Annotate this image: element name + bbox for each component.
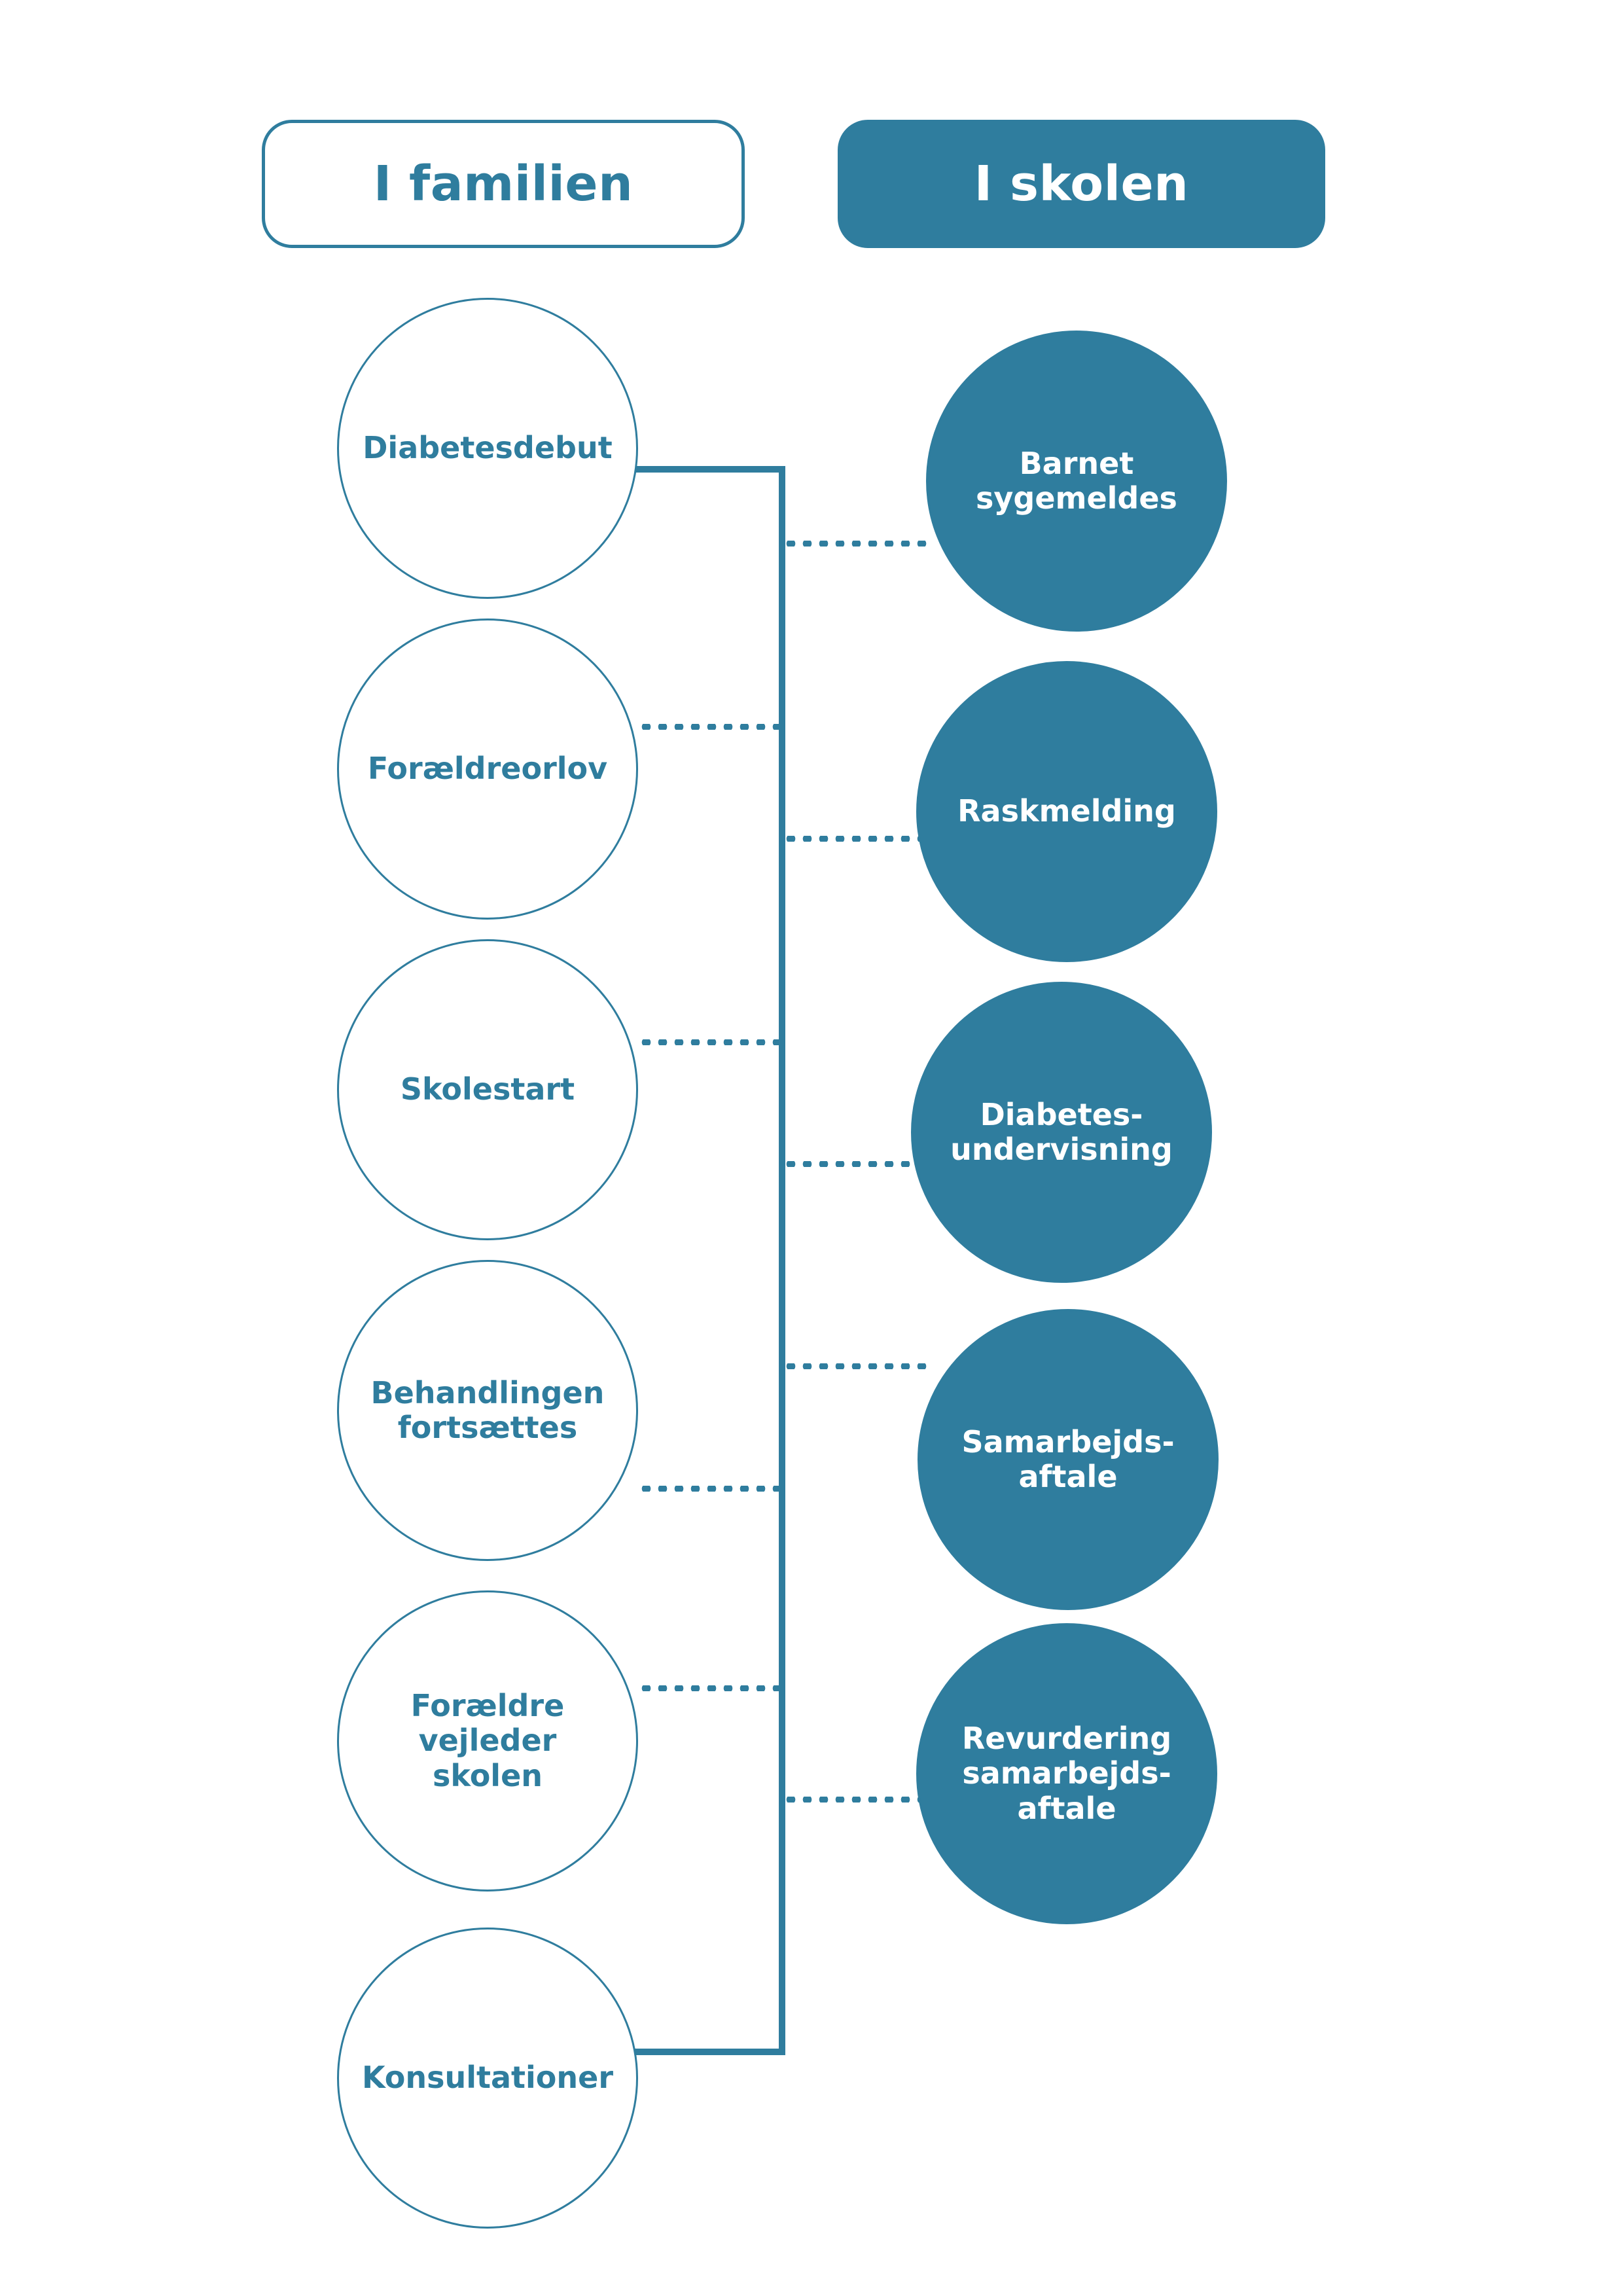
- column-header-family: I familien: [262, 120, 745, 248]
- school-node-raskmelding[interactable]: Raskmelding: [916, 661, 1217, 962]
- family-node-foraeldre-vejleder-skolen[interactable]: Forældre vejleder skolen: [337, 1590, 638, 1892]
- school-node-label: Revurdering samarbejds- aftale: [961, 1720, 1172, 1826]
- family-node-diabetesdebut[interactable]: Diabetesdebut: [337, 298, 638, 599]
- connector-spine-to-school-1: [783, 541, 933, 547]
- school-node-label: Samarbejds- aftale: [961, 1424, 1175, 1494]
- column-header-school-label: I skolen: [974, 156, 1189, 212]
- connector-family-3-to-spine: [638, 1039, 779, 1045]
- family-node-skolestart[interactable]: Skolestart: [337, 939, 638, 1240]
- school-node-label: Diabetes- undervisning: [950, 1096, 1173, 1167]
- school-node-diabetes-undervisning[interactable]: Diabetes- undervisning: [911, 982, 1212, 1283]
- column-header-family-label: I familien: [373, 156, 633, 212]
- family-node-konsultationer[interactable]: Konsultationer: [337, 1928, 638, 2229]
- connector-spine-to-school-2: [783, 836, 933, 842]
- family-node-behandlingen-fortsaettes[interactable]: Behandlingen fortsættes: [337, 1260, 638, 1561]
- connector-family-5-to-spine: [638, 1685, 779, 1691]
- family-node-label: Konsultationer: [361, 2060, 614, 2096]
- bracket-top-segment: [633, 466, 785, 473]
- family-node-label: Skolestart: [400, 1071, 575, 1107]
- family-node-label: Forældreorlov: [367, 751, 608, 787]
- connector-spine-to-school-3: [783, 1161, 933, 1167]
- connector-family-4-to-spine: [638, 1486, 779, 1492]
- school-node-label: Raskmelding: [957, 793, 1176, 829]
- family-node-foraeldreorlov[interactable]: Forældreorlov: [337, 619, 638, 920]
- school-node-barnet-sygemeldes[interactable]: Barnet sygemeldes: [926, 331, 1227, 632]
- family-node-label: Forældre vejleder skolen: [410, 1687, 565, 1793]
- school-node-revurdering-samarbejdsaftale[interactable]: Revurdering samarbejds- aftale: [916, 1623, 1217, 1924]
- connector-spine-to-school-4: [783, 1363, 933, 1369]
- bracket-bottom-segment: [633, 2049, 785, 2055]
- school-node-label: Barnet sygemeldes: [976, 445, 1177, 516]
- column-header-school: I skolen: [838, 120, 1325, 248]
- connector-spine-to-school-5: [783, 1797, 933, 1803]
- bracket-vertical-segment: [779, 466, 785, 2055]
- family-node-label: Behandlingen fortsættes: [370, 1374, 605, 1445]
- connector-family-2-to-spine: [638, 724, 779, 730]
- school-node-samarbejdsaftale[interactable]: Samarbejds- aftale: [918, 1309, 1219, 1610]
- family-node-label: Diabetesdebut: [363, 430, 613, 466]
